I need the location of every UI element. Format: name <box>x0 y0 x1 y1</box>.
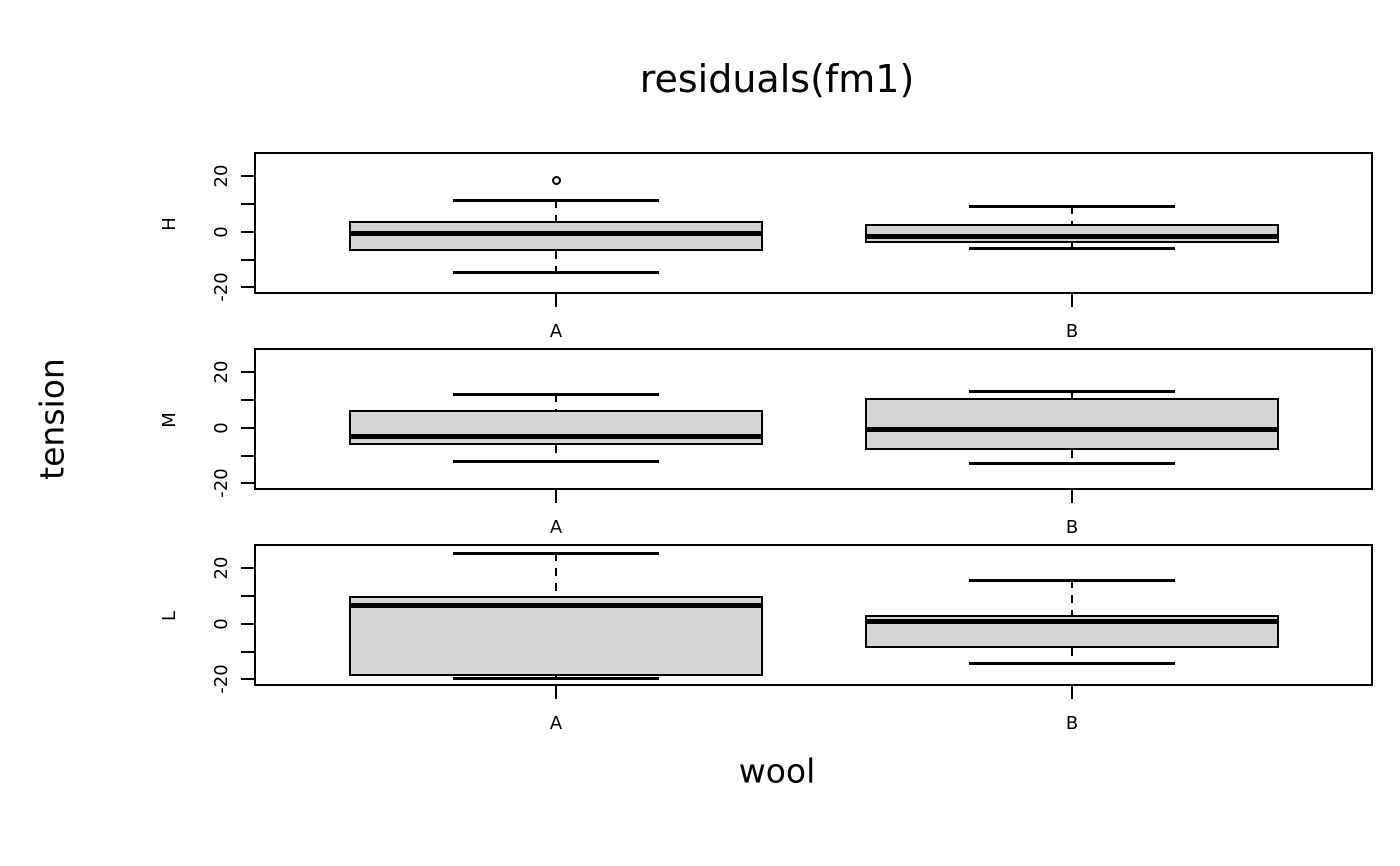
whisker-lower-cap-H-B <box>969 246 1175 250</box>
x-tick-label-H-B: B <box>1065 321 1079 342</box>
y-tick-label: 0 <box>211 617 232 630</box>
x-axis-label: wool <box>738 751 816 791</box>
x-tick-H-B <box>1071 294 1073 307</box>
y-tick-label: 0 <box>211 225 232 238</box>
whisker-lower-cap-L-A <box>453 677 659 681</box>
y-tick-label: 0 <box>211 421 232 434</box>
strip-label-M: M <box>159 412 180 428</box>
whisker-upper-stem-M-B <box>1071 390 1073 399</box>
y-tick-label: -20 <box>211 468 232 499</box>
x-tick-label-H-A: A <box>549 321 563 342</box>
whisker-upper-cap-L-B <box>969 578 1175 582</box>
y-tick <box>241 594 255 597</box>
whisker-lower-stem-L-B <box>1071 647 1073 664</box>
box-L-A <box>349 596 763 677</box>
strip-label-H: H <box>159 217 180 231</box>
whisker-upper-stem-H-B <box>1071 205 1073 225</box>
y-tick <box>241 454 255 457</box>
whisker-upper-cap-H-B <box>969 204 1175 208</box>
outlier-H-A <box>551 175 561 185</box>
x-tick-M-A <box>555 490 557 503</box>
whisker-upper-stem-L-B <box>1071 579 1073 615</box>
box-M-A <box>349 409 763 446</box>
x-tick-M-B <box>1071 490 1073 503</box>
median-L-B <box>867 619 1277 624</box>
whisker-lower-cap-M-A <box>453 460 659 464</box>
y-tick-label: -20 <box>211 664 232 695</box>
median-M-A <box>351 433 761 439</box>
x-tick-label-L-B: B <box>1065 713 1079 734</box>
y-tick <box>241 566 255 569</box>
median-H-B <box>867 234 1277 240</box>
y-tick <box>241 398 255 401</box>
x-tick-label-L-A: A <box>549 713 563 734</box>
x-tick-L-B <box>1071 686 1073 699</box>
whisker-lower-cap-M-B <box>969 462 1175 466</box>
whisker-upper-cap-H-A <box>453 198 659 202</box>
whisker-lower-stem-H-B <box>1071 243 1073 248</box>
whisker-upper-cap-M-B <box>969 389 1175 393</box>
strip-label-L: L <box>159 610 180 622</box>
whisker-lower-stem-M-A <box>555 445 557 462</box>
whisker-lower-cap-L-B <box>969 662 1175 666</box>
median-M-B <box>867 427 1277 433</box>
y-tick <box>241 174 255 177</box>
x-tick-L-A <box>555 686 557 699</box>
y-tick <box>241 370 255 373</box>
whisker-upper-cap-M-A <box>453 393 659 397</box>
y-tick-label: 20 <box>211 556 232 580</box>
x-tick-H-A <box>555 294 557 307</box>
y-tick-label: 20 <box>211 164 232 188</box>
y-tick <box>241 426 255 429</box>
median-L-A <box>351 603 761 609</box>
y-tick-label: -20 <box>211 272 232 303</box>
median-H-A <box>351 230 761 236</box>
whisker-upper-stem-L-A <box>555 552 557 597</box>
whisker-upper-cap-L-A <box>453 551 659 555</box>
y-tick-label: 20 <box>211 360 232 384</box>
whisker-lower-stem-M-B <box>1071 450 1073 464</box>
x-tick-label-M-A: A <box>549 517 563 538</box>
whisker-lower-stem-H-A <box>555 250 557 273</box>
y-axis-label: tension <box>32 358 72 480</box>
y-tick <box>241 622 255 625</box>
y-tick <box>241 678 255 681</box>
y-tick <box>241 482 255 485</box>
box-H-A <box>349 221 763 251</box>
x-tick-label-M-B: B <box>1065 517 1079 538</box>
whisker-lower-cap-H-A <box>453 271 659 275</box>
y-tick <box>241 258 255 261</box>
y-tick <box>241 286 255 289</box>
box-M-B <box>865 398 1279 451</box>
whisker-upper-stem-H-A <box>555 199 557 222</box>
whisker-upper-stem-M-A <box>555 394 557 410</box>
y-tick <box>241 650 255 653</box>
y-tick <box>241 202 255 205</box>
y-tick <box>241 230 255 233</box>
chart-title: residuals(fm1) <box>639 57 915 101</box>
